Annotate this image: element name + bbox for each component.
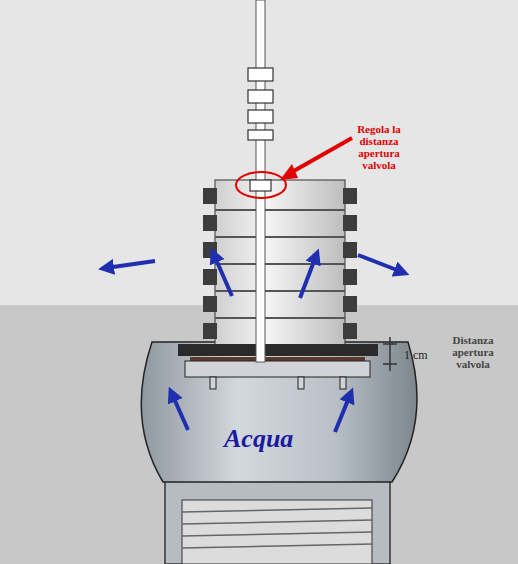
- fin-gaps: [215, 210, 345, 318]
- valve-seal: [190, 357, 365, 361]
- flow-arrows: [106, 255, 402, 432]
- dimension-mark: [383, 337, 397, 371]
- stack-fins: [203, 188, 357, 339]
- disc-legs: [210, 377, 346, 389]
- cylinder-stack: [215, 180, 345, 345]
- dimension-note: Distanza apertura valvola: [440, 334, 506, 370]
- thread-lines: [182, 508, 372, 548]
- fluid-label: Acqua: [224, 424, 334, 454]
- thread-bore: [182, 500, 372, 564]
- valve-body: [141, 342, 417, 482]
- neck: [165, 470, 390, 564]
- red-arrow-shaft: [292, 138, 352, 172]
- highlight-circle: [236, 172, 286, 198]
- callout-note: Regola la distanza apertura valvola: [347, 123, 411, 171]
- red-arrow-head: [280, 164, 298, 180]
- body-opening: [178, 344, 378, 356]
- dimension-label: 1 cm: [404, 348, 444, 363]
- valve-disc: [185, 361, 370, 377]
